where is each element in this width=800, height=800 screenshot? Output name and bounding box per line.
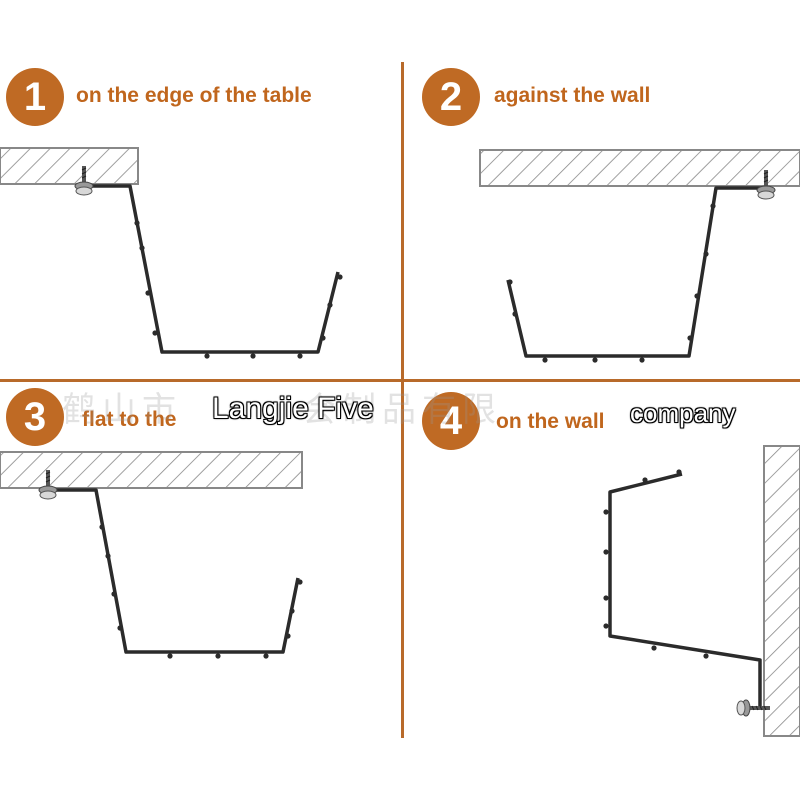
step-4-number: 4 [439,398,463,443]
watermark-cjk: 鹤山市 会制品有限 [62,390,502,430]
step-1-number: 1 [23,74,47,119]
step-2-badge: 2 [422,68,480,126]
panel-4-illustration [603,445,800,737]
panel-2-illustration [479,149,800,363]
rack-3 [46,488,300,654]
panel-1-illustration [0,147,343,359]
step-1-badge: 1 [6,68,64,126]
watermark-left: Langjie Five [212,392,374,425]
rack-1 [80,184,340,354]
rack-1-dots [134,220,343,359]
step-4-label: on the wall [496,410,605,433]
step-2-label: against the wall [494,84,651,107]
horizontal-divider [0,379,800,382]
rack-4 [608,472,762,708]
panel-3-illustration [0,451,303,659]
step-3-number: 3 [23,394,47,439]
step-2-number: 2 [439,74,463,119]
step-3-badge: 3 [6,388,64,446]
rack-4-dots [603,469,709,659]
wall-post-4 [763,445,800,737]
step-4-badge: 4 [422,392,480,450]
table-board-3 [0,451,303,489]
vertical-divider [401,62,404,738]
wall-board-2 [479,149,800,187]
watermark-right: company [630,398,736,428]
rack-3-dots [99,524,303,659]
table-board-1 [0,147,139,185]
step-1-label: on the edge of the table [76,84,312,107]
rack-2 [506,186,770,358]
rack-2-dots [507,203,716,363]
step-3-label: flat to the [82,408,177,431]
